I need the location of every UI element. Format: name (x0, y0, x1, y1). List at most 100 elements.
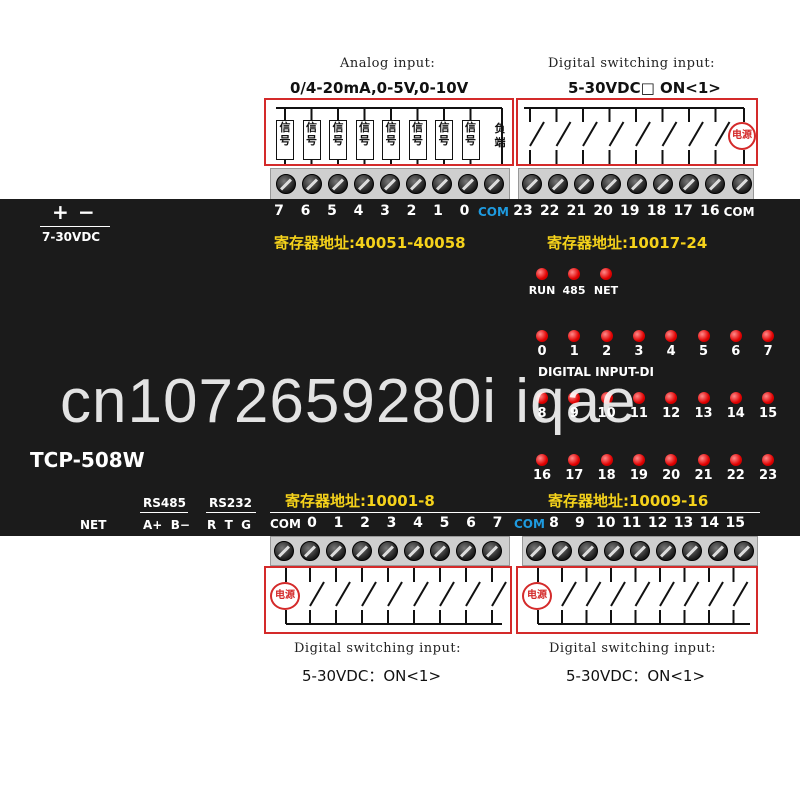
terminal-screw[interactable] (274, 541, 294, 561)
di-led-label: 17 (565, 468, 584, 483)
terminal-screw[interactable] (432, 174, 452, 194)
terminal-screw[interactable] (548, 174, 569, 194)
signal-source-box: 信号 (276, 120, 294, 160)
signal-source-box: 信号 (382, 120, 400, 160)
terminal-screw[interactable] (679, 174, 700, 194)
di-led-label: 21 (694, 468, 713, 483)
bottom-left-spec: 5-30VDC：ON<1> (302, 667, 442, 685)
top-digital-wiring-box: 电源 (516, 98, 758, 166)
di-led (632, 392, 645, 404)
terminal-screw[interactable] (734, 541, 754, 561)
terminal-screw[interactable] (406, 174, 426, 194)
switch-contact (439, 581, 455, 607)
di-led-label: 3 (634, 344, 644, 359)
signal-label: 信号 (359, 121, 370, 147)
di-led-label: 18 (597, 468, 616, 483)
di-led (729, 330, 742, 342)
terminal-screw[interactable] (380, 174, 400, 194)
terminal-screw[interactable] (705, 174, 726, 194)
analog-input-caption: Analog input: (340, 56, 436, 71)
di-led (536, 330, 548, 342)
bottom-left-register-address: 寄存器地址:10001-8 (285, 492, 435, 510)
terminal-screw[interactable] (626, 174, 647, 194)
di-led (632, 454, 645, 466)
di-led (600, 392, 613, 404)
switch-contact (335, 581, 351, 607)
status-led (600, 268, 612, 280)
di-led-label: 8 (537, 406, 547, 421)
top-digital-input-caption: Digital switching input: (548, 56, 715, 71)
terminal-number: 16 (700, 203, 720, 219)
terminal-screw[interactable] (526, 541, 546, 561)
terminal-screw[interactable] (630, 541, 650, 561)
terminal-screw[interactable] (430, 541, 450, 561)
terminal-screw[interactable] (378, 541, 398, 561)
terminal-screw[interactable] (456, 541, 476, 561)
di-led-label: 1 (569, 344, 579, 359)
terminal-screw[interactable] (482, 541, 502, 561)
terminal-screw[interactable] (578, 541, 598, 561)
switch-contact (714, 121, 731, 147)
com-terminal-label: COM (478, 205, 509, 219)
di-section-label: DIGITAL INPUT-DI (538, 365, 654, 379)
di-led-label: 14 (726, 406, 745, 421)
bottom-right-switch-diagram (537, 568, 750, 625)
signal-label: 信号 (465, 121, 476, 147)
terminal-screw[interactable] (522, 174, 542, 194)
power-voltage-label: 7-30VDC (42, 230, 101, 244)
top-switch-diagram (524, 107, 745, 164)
switch-contact (582, 121, 598, 147)
terminal-screw[interactable] (604, 541, 624, 561)
status-led (536, 268, 548, 280)
terminal-screw[interactable] (404, 541, 424, 561)
di-led (536, 392, 548, 404)
terminal-screw[interactable] (458, 174, 478, 194)
terminal-screw[interactable] (731, 174, 752, 194)
di-led (697, 330, 710, 342)
terminal-screw[interactable] (300, 541, 320, 561)
switch-contact (529, 121, 545, 147)
terminal-screw[interactable] (653, 174, 673, 194)
terminal-number: 1 (433, 203, 443, 219)
top-right-register-address: 寄存器地址:10017-24 (547, 234, 708, 252)
controller-panel (0, 199, 800, 536)
terminal-screw[interactable] (656, 541, 676, 561)
terminal-number: 4 (413, 515, 423, 531)
di-led-label: 23 (759, 468, 778, 483)
model-name: TCP-508W (30, 448, 145, 472)
terminal-screw[interactable] (302, 174, 322, 194)
terminal-number: 12 (647, 515, 668, 531)
signal-label: 信号 (385, 121, 397, 147)
di-led (665, 330, 678, 342)
di-led-label: 16 (532, 468, 552, 483)
terminal-number: 1 (333, 515, 344, 531)
switch-contact (708, 581, 724, 607)
terminal-screw[interactable] (354, 174, 374, 194)
terminal-screw[interactable] (682, 541, 702, 561)
terminal-number: 21 (566, 203, 587, 219)
com-terminal-label: COM (270, 517, 301, 531)
terminal-number: 7 (274, 203, 284, 219)
terminal-screw[interactable] (328, 174, 348, 194)
terminal-screw[interactable] (352, 541, 372, 561)
terminal-number: 17 (673, 203, 693, 219)
switch-contact (309, 581, 325, 607)
switch-contact (635, 121, 651, 147)
terminal-screw[interactable] (708, 541, 728, 561)
analog-wiring-box: 信号信号信号信号信号信号信号信号 负端 (264, 98, 514, 166)
terminal-screw[interactable] (326, 541, 346, 561)
status-led (568, 268, 580, 280)
terminal-number: 6 (466, 515, 476, 531)
terminal-screw[interactable] (276, 174, 296, 194)
bottom-left-caption: Digital switching input: (294, 641, 461, 656)
di-led (697, 392, 710, 404)
terminal-screw[interactable] (552, 541, 572, 561)
terminal-screw[interactable] (574, 174, 595, 194)
signal-label: 信号 (412, 121, 423, 147)
signal-label: 信号 (332, 121, 344, 147)
terminal-screw[interactable] (600, 174, 621, 194)
di-led (697, 454, 710, 466)
di-led-label: 11 (629, 406, 648, 421)
rs232-underline (206, 512, 256, 513)
terminal-screw[interactable] (484, 174, 504, 194)
